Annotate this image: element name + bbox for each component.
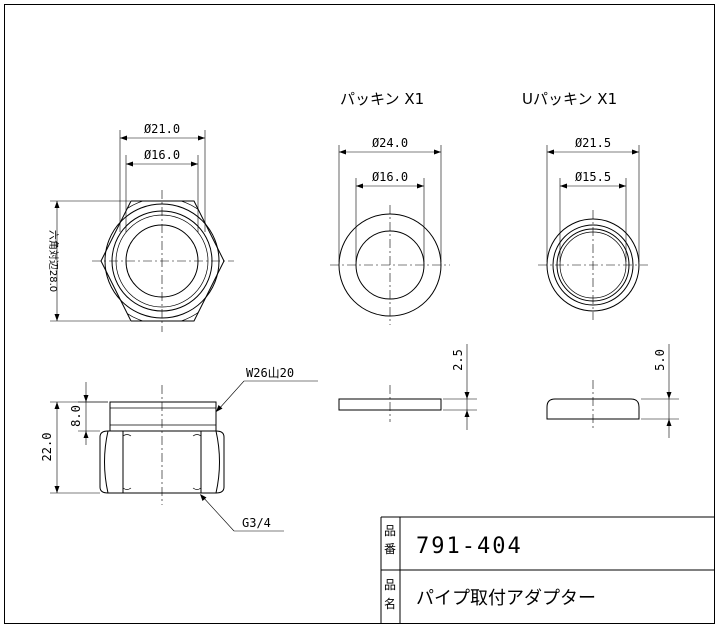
label-dia-15-5: Ø15.5 (575, 170, 611, 184)
label-thread-g34: G3/4 (242, 516, 271, 530)
dimension-thickness-5-0: 5.0 (641, 344, 679, 438)
svg-text:名: 名 (384, 596, 396, 611)
dimension-hex-across: 六角対辺28.0 (47, 200, 130, 322)
title-block: 品 番 791-404 品 名 パイプ取付アダプター (380, 516, 714, 623)
dimension-dia-21-0: Ø21.0 (119, 122, 206, 232)
nut-side-view (99, 385, 225, 505)
u-packing-title: Uパッキン X1 (522, 90, 617, 108)
dimension-dia-15-5: Ø15.5 (559, 170, 627, 262)
packing-side-view (338, 385, 442, 422)
label-height-22-0: 22.0 (40, 433, 54, 462)
label-dia-21-0: Ø21.0 (144, 122, 180, 136)
u-packing-top-view: Uパッキン X1 (522, 90, 648, 320)
label-dia-16-0-nut: Ø16.0 (144, 148, 180, 162)
u-packing-side-view (546, 380, 640, 428)
dimension-height-8-0: 8.0 (69, 382, 108, 445)
label-thread-w26: W26山20 (246, 366, 294, 380)
drawing-frame (4, 4, 715, 624)
svg-text:品: 品 (384, 578, 396, 592)
part-name: パイプ取付アダプター (416, 588, 596, 609)
svg-text:番: 番 (384, 542, 396, 556)
label-dia-16-0-packing: Ø16.0 (372, 170, 408, 184)
dimension-dia-16-0-nut: Ø16.0 (125, 148, 199, 232)
part-number: 791-404 (416, 534, 523, 559)
packing-title: パッキン X1 (340, 90, 424, 108)
label-dia-21-5: Ø21.5 (575, 136, 611, 150)
leader-w26: W26山20 (216, 366, 318, 412)
part-name-label: 品 名 (384, 578, 396, 611)
label-height-8-0: 8.0 (69, 405, 83, 427)
dimension-thickness-2-5: 2.5 (443, 344, 477, 430)
dimension-dia-16-0-packing: Ø16.0 (355, 170, 425, 262)
packing-top-view: パッキン X1 (330, 90, 450, 325)
label-hex-across: 六角対辺28.0 (47, 230, 60, 292)
part-no-label: 品 番 (384, 524, 396, 556)
leader-g34: G3/4 (200, 494, 284, 532)
label-thickness-2-5: 2.5 (451, 349, 465, 371)
dimension-dia-21-5: Ø21.5 (546, 136, 640, 262)
svg-text:品: 品 (384, 524, 396, 538)
label-dia-24-0: Ø24.0 (372, 136, 408, 150)
nut-top-view (92, 190, 234, 332)
dimension-dia-24-0: Ø24.0 (338, 136, 442, 262)
label-thickness-5-0: 5.0 (653, 349, 667, 371)
